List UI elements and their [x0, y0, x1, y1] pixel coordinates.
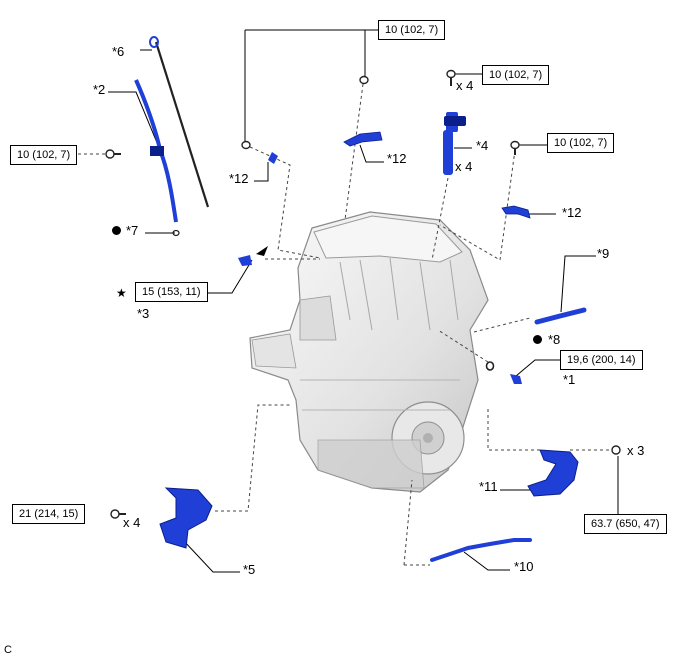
- dipstick-guide-part: [134, 79, 178, 223]
- o-ring-part: [172, 229, 180, 237]
- engine-block: [249, 211, 489, 493]
- bolt-coil: [446, 69, 456, 86]
- ignition-coil-part: [443, 112, 466, 175]
- multiplier-coil: x 4: [455, 159, 473, 174]
- dipstick-part: [149, 36, 210, 208]
- engine-mount-part: [159, 487, 213, 549]
- bolt-mount: [110, 509, 126, 519]
- part-label-12a: *12: [229, 171, 249, 186]
- bolt-bracket: [611, 445, 621, 455]
- multiplier-coil-bolt: x 4: [456, 78, 474, 93]
- torque-box-top: 10 (102, 7): [378, 20, 446, 41]
- part-label-3: *3: [137, 306, 150, 321]
- part-label-7: *7: [126, 223, 139, 238]
- diagram-code: C: [4, 644, 12, 656]
- wire-clamp-part-c: [501, 205, 531, 219]
- part-label-9: *9: [597, 246, 610, 261]
- part-label-12c: *12: [562, 205, 582, 220]
- hose-part: [534, 307, 587, 325]
- bolt-top-center: [359, 75, 369, 85]
- wire-clamp-part-a: [268, 152, 278, 164]
- part-label-12b: *12: [387, 151, 407, 166]
- wire-clamp-part-b: [343, 131, 383, 147]
- part-label-8: *8: [548, 332, 561, 347]
- dashed-leaders: [78, 83, 612, 566]
- gasket-part: [485, 361, 495, 371]
- sensor-part: [238, 246, 268, 266]
- part-label-6: *6: [112, 44, 125, 59]
- part-label-4: *4: [476, 138, 489, 153]
- torque-box-sensor: 15 (153, 11): [135, 282, 208, 303]
- water-pipe-part: [430, 538, 532, 562]
- engine-bracket-part: [527, 449, 579, 497]
- bolt-top-left: [241, 140, 251, 150]
- leader-lines: [108, 29, 619, 573]
- multiplier-bracket: x 3: [627, 443, 645, 458]
- part-label-5: *5: [243, 562, 256, 577]
- part-label-10: *10: [514, 559, 534, 574]
- oil-switch-part: [510, 374, 522, 384]
- torque-box-bracket: 63.7 (650, 47): [584, 514, 667, 535]
- part-label-1: *1: [563, 372, 576, 387]
- replace-bullet-8: [533, 335, 542, 344]
- torque-box-oil-switch: 19,6 (200, 14): [560, 350, 643, 371]
- bolt-left: [105, 149, 121, 159]
- part-label-2: *2: [93, 82, 106, 97]
- multiplier-mount: x 4: [123, 515, 141, 530]
- torque-box-coil: 10 (102, 7): [482, 65, 550, 86]
- part-label-11: *11: [479, 479, 498, 494]
- replace-bullet-7: [112, 226, 121, 235]
- torque-box-left: 10 (102, 7): [10, 145, 78, 166]
- torque-box-mount: 21 (214, 15): [12, 504, 86, 525]
- torque-box-right: 10 (102, 7): [547, 133, 615, 154]
- bolt-right: [510, 140, 520, 155]
- precoated-star-icon: ★: [116, 286, 127, 300]
